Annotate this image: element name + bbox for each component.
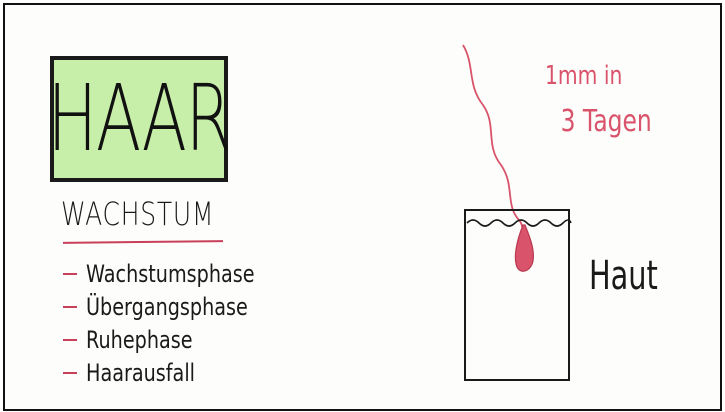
skin-block xyxy=(465,210,569,380)
skin-label: Haut xyxy=(589,253,658,299)
growth-rate-line2: 3 Tagen xyxy=(561,102,652,142)
growth-rate: 1mm in 3 Tagen xyxy=(545,60,652,142)
hair-strand-icon xyxy=(463,45,523,241)
growth-rate-line1: 1mm in xyxy=(545,60,652,92)
whiteboard: HAAR WACHSTUM Wachstumsphase Übergangsph… xyxy=(3,3,722,411)
skin-surface-icon xyxy=(467,220,571,226)
hair-root-icon xyxy=(515,225,533,271)
